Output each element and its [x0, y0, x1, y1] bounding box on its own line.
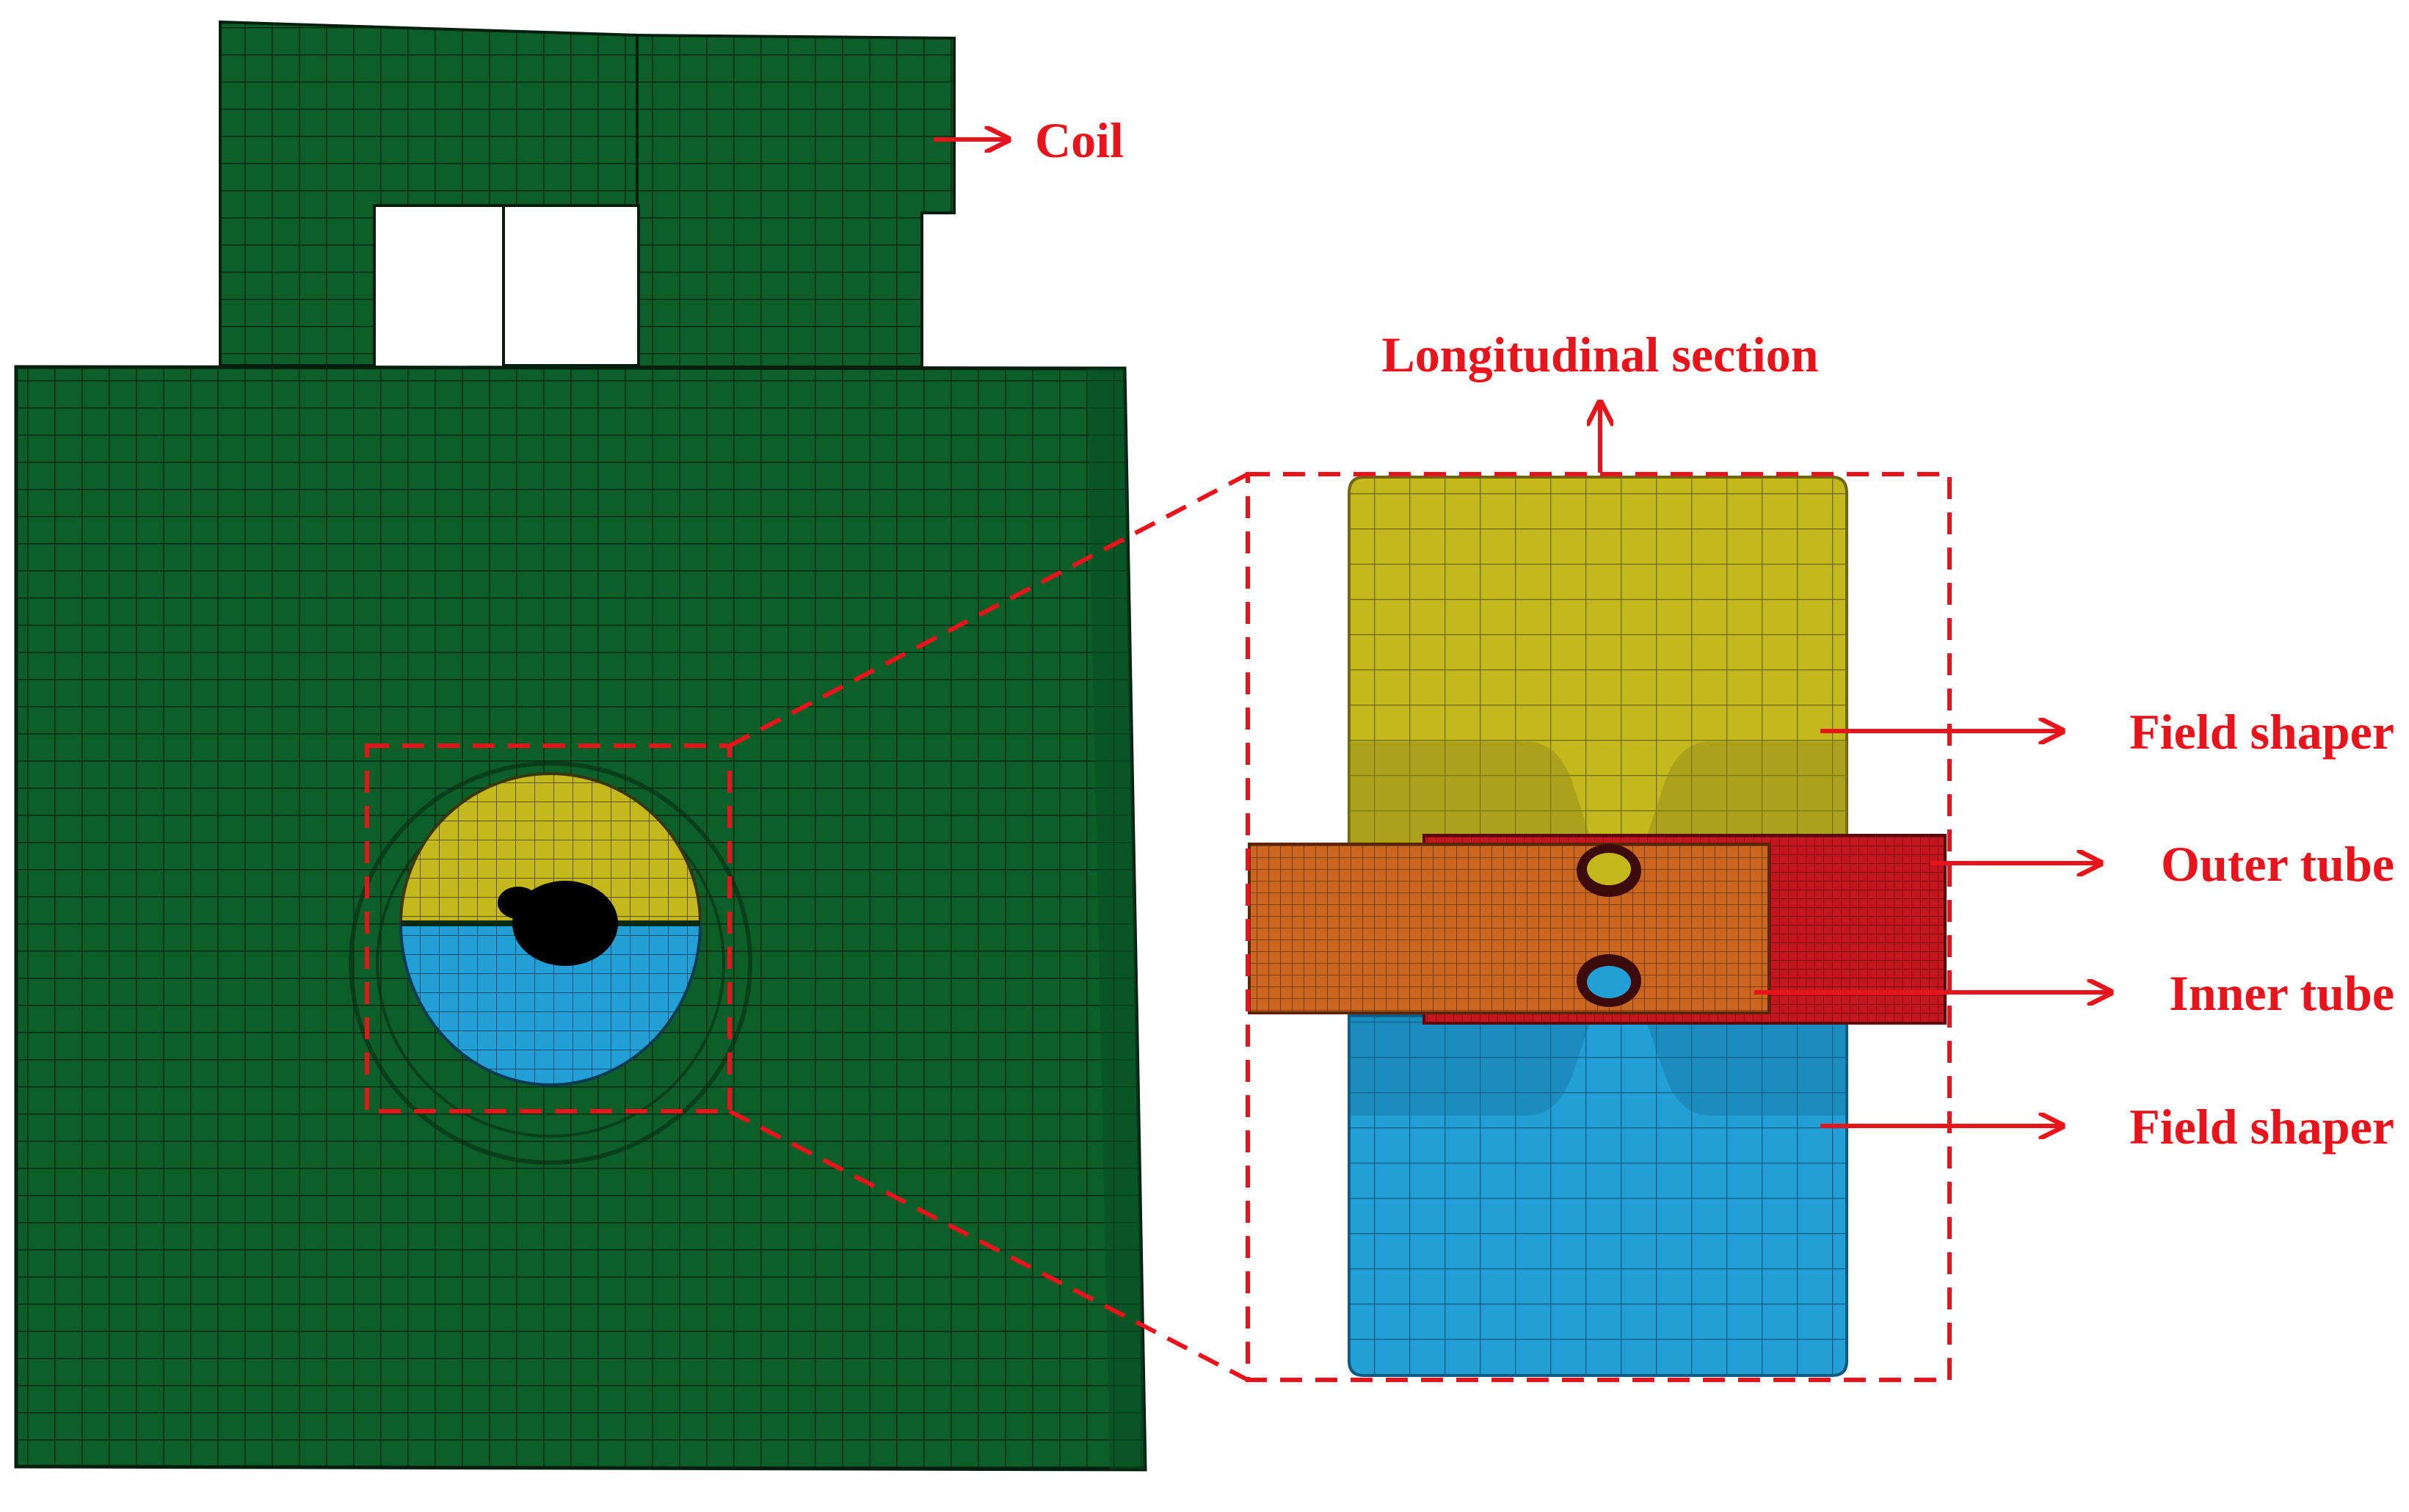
coil-window — [502, 204, 640, 367]
annotations — [934, 139, 2111, 1126]
zoom-target-box — [1246, 472, 1952, 1382]
longitudinal-section-label: Longitudinal section — [1381, 327, 1818, 382]
inner-tube — [1248, 843, 1770, 1014]
inner-tube-label: Inner tube — [2169, 965, 2394, 1021]
longitudinal-section-view — [1248, 476, 1947, 1377]
coil-label: Coil — [1035, 112, 1124, 168]
coil-hole-ring — [349, 761, 752, 1165]
zoom-line-top — [728, 472, 1249, 748]
field-shaper-blue-half — [399, 922, 702, 1086]
field-shaper-bottom-label: Field shaper — [2129, 1099, 2394, 1155]
field-shaper-bottom — [1348, 1014, 1848, 1377]
zoom-line-bottom — [728, 1109, 1249, 1382]
coil-top-right-block — [636, 33, 956, 368]
outer-tube-label: Outer tube — [2161, 836, 2394, 892]
field-shaper-yellow-half — [399, 772, 702, 925]
tube-hole — [512, 881, 618, 966]
field-shaper-cross-section — [399, 772, 702, 1086]
coil-plate-side — [1086, 368, 1145, 1469]
zoom-source-box — [365, 744, 732, 1113]
field-shaper-top-label: Field shaper — [2129, 704, 2394, 760]
